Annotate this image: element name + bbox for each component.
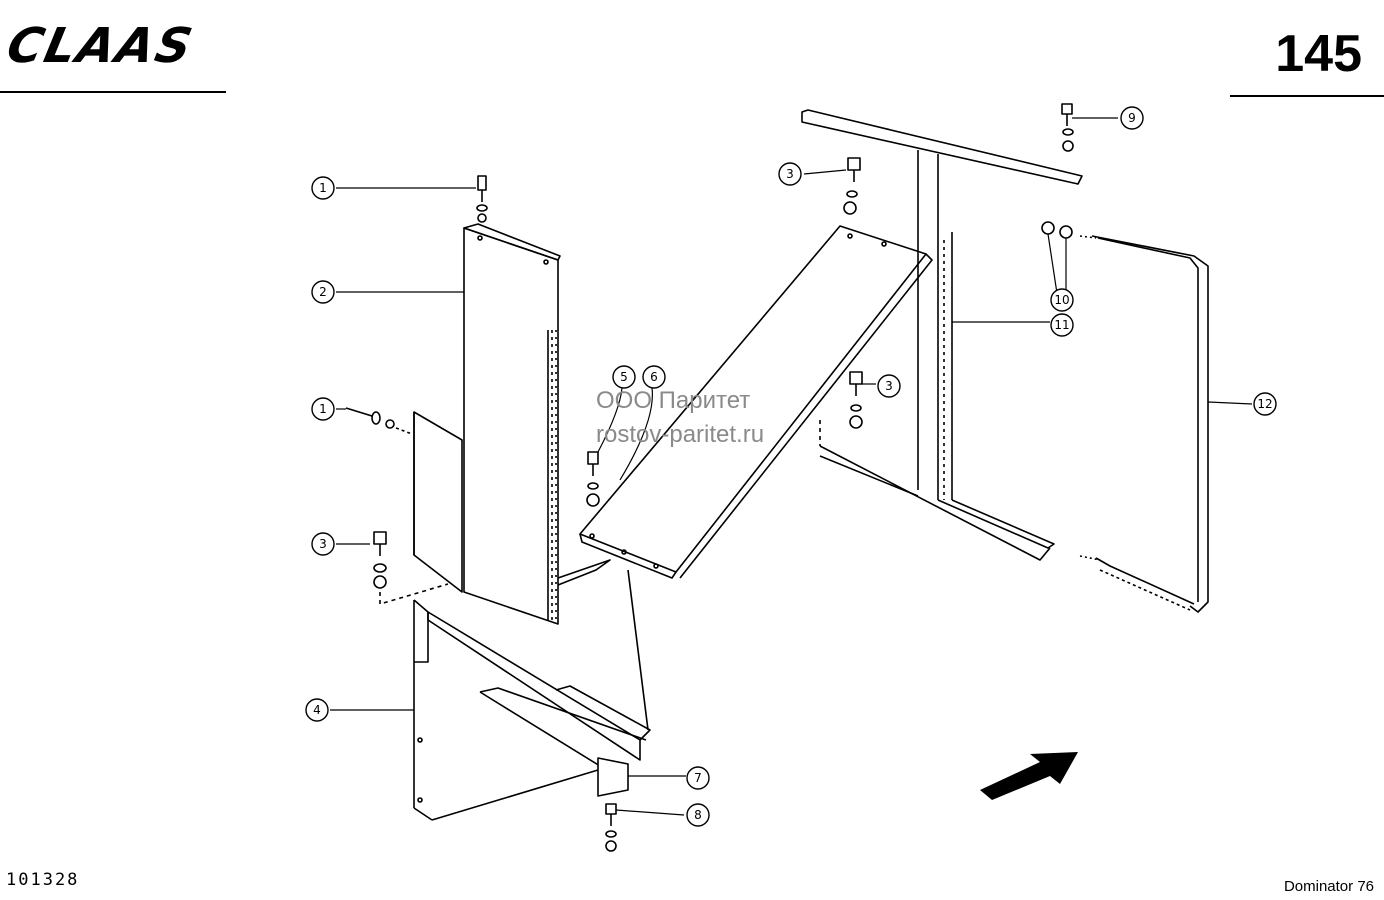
- callout-12: 12: [1253, 392, 1277, 416]
- callout-label: 3: [786, 167, 794, 181]
- callout-1-top: 1: [311, 176, 335, 200]
- callout-label: 3: [319, 537, 327, 551]
- part-12-screen: [1079, 235, 1209, 613]
- watermark-url: rostov-paritet.ru: [596, 421, 765, 448]
- callout-label: 9: [1128, 111, 1136, 125]
- callout-5: 5: [612, 365, 636, 389]
- part-11-frame: [801, 109, 1083, 561]
- fasteners: [345, 103, 1074, 852]
- callout-3-right: 3: [877, 374, 901, 398]
- watermark: ООО Паритет rostov-paritet.ru: [596, 384, 764, 452]
- document-id: 101328: [6, 870, 80, 890]
- callout-11: 11: [1050, 313, 1074, 337]
- callouts: 1 2 1 3 4 5 6 3 3 7 8 9 10 11 12: [305, 106, 1277, 827]
- callout-label: 6: [650, 370, 658, 384]
- callout-label: 1: [319, 402, 327, 416]
- callout-6: 6: [642, 365, 666, 389]
- callout-8: 8: [686, 803, 710, 827]
- watermark-company: ООО Паритет: [596, 387, 751, 414]
- page-number: 145: [1275, 25, 1362, 83]
- callout-label: 7: [694, 771, 702, 785]
- callout-9: 9: [1120, 106, 1144, 130]
- callout-label: 4: [313, 703, 321, 717]
- callout-7: 7: [686, 766, 710, 790]
- callout-1-middle: 1: [311, 397, 335, 421]
- part-4-lower-panel: [413, 569, 651, 821]
- leader-lines: [330, 117, 1253, 816]
- callout-label: 11: [1054, 318, 1069, 332]
- callout-label: 2: [319, 285, 327, 299]
- callout-label: 3: [885, 379, 893, 393]
- part-6-slanted-plate: [579, 225, 933, 579]
- callout-label: 1: [319, 181, 327, 195]
- model-name: Dominator 76: [1283, 878, 1374, 895]
- callout-label: 5: [620, 370, 628, 384]
- callout-label: 10: [1054, 293, 1069, 307]
- part-2-side-panel: [413, 223, 611, 625]
- direction-arrow-icon: [980, 752, 1078, 800]
- callout-10: 10: [1050, 288, 1074, 312]
- callout-4: 4: [305, 698, 329, 722]
- callout-3-left: 3: [311, 532, 335, 556]
- callout-label: 8: [694, 808, 702, 822]
- callout-3-top: 3: [778, 162, 802, 186]
- callout-2: 2: [311, 280, 335, 304]
- callout-label: 12: [1257, 397, 1272, 411]
